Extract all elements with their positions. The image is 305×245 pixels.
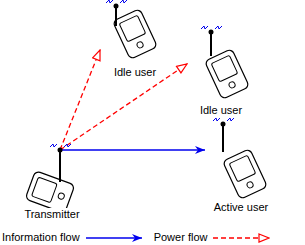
signal-wave <box>201 26 208 29</box>
device-case <box>223 149 268 200</box>
legend-text: Power flow <box>154 231 208 244</box>
device-label: Active user <box>213 201 269 214</box>
antenna-tip <box>209 30 214 35</box>
signal-wave <box>50 144 57 147</box>
flow-arrow <box>60 64 187 150</box>
device-node: Transmitter <box>20 140 84 220</box>
device-screen <box>211 55 238 82</box>
device-label: Idle user <box>199 104 243 117</box>
device-screen <box>119 15 146 42</box>
antenna <box>59 150 61 182</box>
device-body <box>223 149 268 200</box>
device-label: Transmitter <box>23 208 80 221</box>
device-node: Idle user <box>185 26 257 118</box>
signal-wave <box>120 0 127 3</box>
legend: Information flow Power flow <box>2 231 281 244</box>
device-body <box>205 49 250 100</box>
flow-arrow <box>60 50 100 150</box>
device-body <box>113 9 158 60</box>
legend-line <box>86 237 142 238</box>
signal-wave <box>215 26 222 29</box>
antenna-tip <box>114 4 119 9</box>
device-case <box>205 49 250 100</box>
device-screen <box>32 177 58 203</box>
signal-wave <box>213 118 220 121</box>
antenna <box>210 32 212 56</box>
device-node: Idle user <box>100 2 170 82</box>
legend-sample <box>84 232 146 244</box>
legend-sample <box>211 232 273 244</box>
signal-wave <box>64 144 71 147</box>
antenna <box>222 124 224 152</box>
device-button <box>57 192 65 200</box>
signal-wave <box>227 118 234 121</box>
flow-arrow <box>60 149 205 150</box>
device-body <box>25 171 75 214</box>
antenna-tip <box>58 148 63 153</box>
antenna-tip <box>221 122 226 127</box>
legend-line <box>213 237 269 238</box>
device-label: Idle user <box>113 66 157 79</box>
device-screen <box>229 155 256 182</box>
device-icon <box>205 116 277 214</box>
device-button <box>228 81 236 89</box>
device-node: Active user <box>205 116 277 214</box>
antenna <box>115 6 117 26</box>
signal-wave <box>106 0 113 3</box>
legend-entry: Power flow <box>154 231 274 244</box>
legend-text: Information flow <box>2 231 80 244</box>
device-button <box>136 41 144 49</box>
device-case <box>25 171 75 214</box>
device-case <box>113 9 158 60</box>
device-button <box>246 181 254 189</box>
legend-entry: Information flow <box>2 231 146 244</box>
